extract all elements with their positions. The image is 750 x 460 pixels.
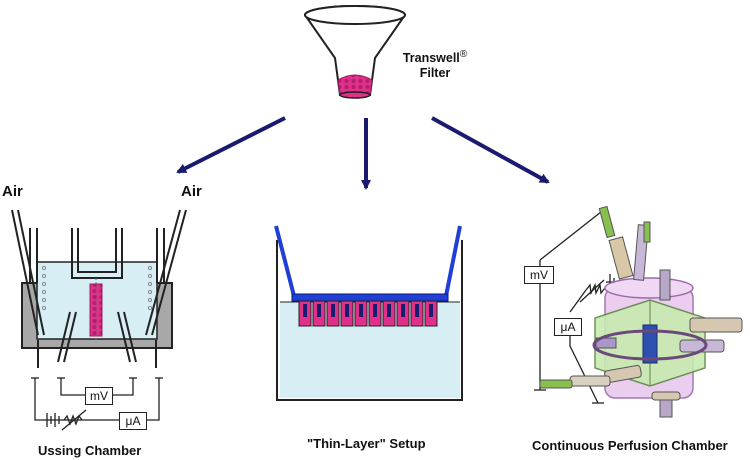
arrows [176,116,550,190]
perfusion-ammeter: μA [554,318,582,336]
transwell-filter-icon [304,5,406,99]
ussing-chamber [11,209,187,431]
arrow-to-perfusion [431,116,550,184]
ussing-voltmeter: mV [85,387,113,405]
air-label-right: Air [181,183,202,200]
trademark-symbol: ® [459,49,468,60]
perfusion-voltmeter: mV [524,266,554,284]
ussing-ammeter: μA [119,412,147,430]
ussing-chamber-caption: Ussing Chamber [38,443,142,458]
thin-layer-caption: "Thin-Layer" Setup [307,436,426,451]
transwell-name: Transwell [402,51,460,66]
arrow-to-ussing [176,116,286,174]
transwell-filter-label: Transwell® Filter [400,47,470,81]
thin-layer-setup [274,225,463,401]
perfusion-chamber [534,205,743,418]
air-label-left: Air [2,183,23,200]
perfusion-chamber-caption: Continuous Perfusion Chamber [532,438,728,453]
transwell-subname: Filter [419,66,451,81]
